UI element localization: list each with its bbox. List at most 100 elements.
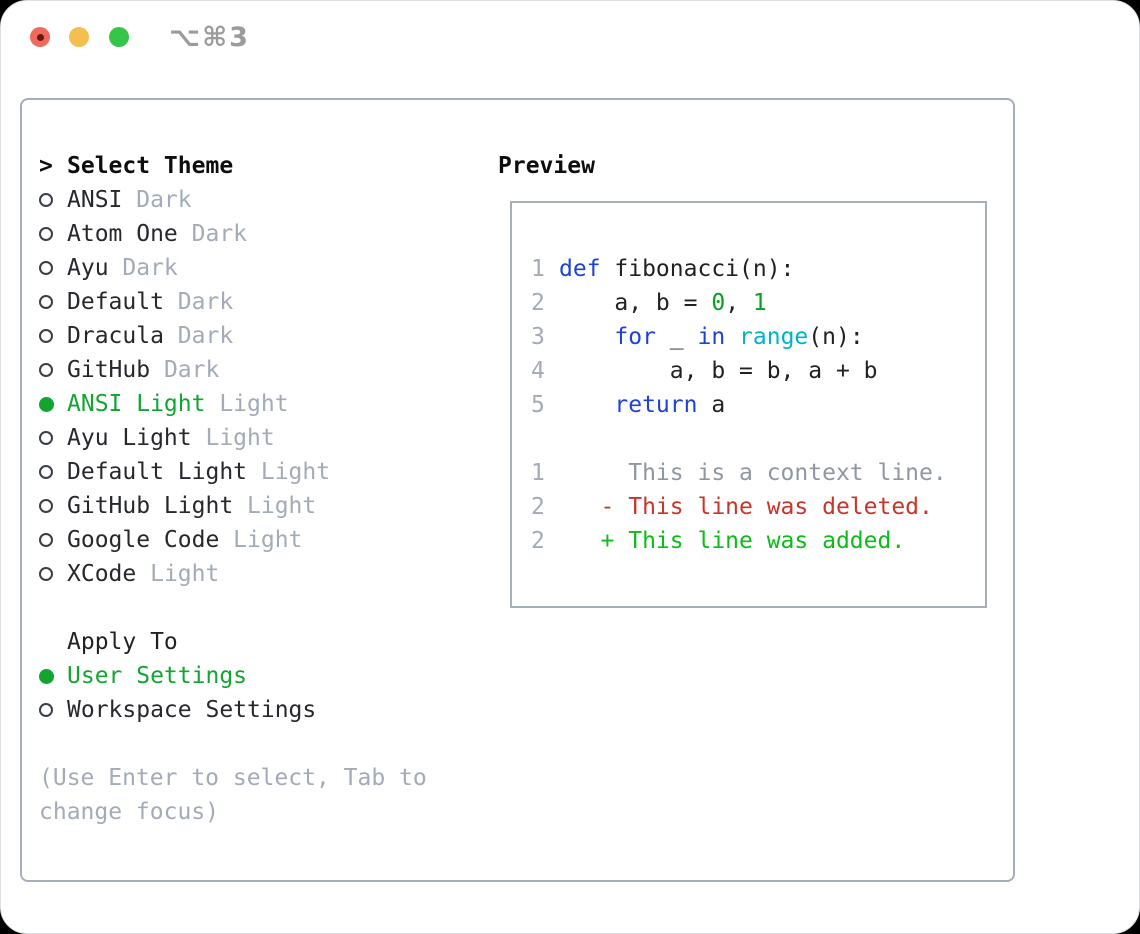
titlebar: ⌥⌘3 <box>1 1 1139 73</box>
apply-option-user-settings[interactable]: User Settings <box>39 659 427 693</box>
line-number: 4 <box>531 358 545 384</box>
line-number: 3 <box>531 324 545 350</box>
radio-selected-icon <box>39 396 54 412</box>
apply-option-label: User Settings <box>67 663 248 689</box>
line-number: 5 <box>531 392 545 418</box>
radio-icon <box>39 431 53 445</box>
code-token-num: 1 <box>752 290 767 316</box>
code-token-plain: a <box>697 392 726 418</box>
apply-option-workspace-settings[interactable]: Workspace Settings <box>39 693 427 727</box>
code-token-fn: range <box>739 324 809 350</box>
theme-option-ansi[interactable]: ANSI Dark <box>39 183 427 217</box>
theme-variant-tag: Dark <box>122 255 178 281</box>
code-line: 3 for _ in range(n): <box>531 320 985 354</box>
zoom-button[interactable] <box>109 27 129 47</box>
close-dot-icon <box>36 33 44 41</box>
theme-label: ANSI <box>67 187 123 213</box>
code-line: 2 + This line was added. <box>531 524 985 558</box>
code-line: 1 def fibonacci(n): <box>531 252 985 286</box>
apply-option-label: Workspace Settings <box>67 697 317 723</box>
line-number: 2 <box>531 528 545 554</box>
theme-option-xcode[interactable]: XCode Light <box>39 557 427 591</box>
code-token-num: 0 <box>711 290 726 316</box>
radio-icon <box>39 295 53 309</box>
theme-label: GitHub Light <box>67 493 234 519</box>
code-token-plain: a, b = b, a + b <box>559 358 878 384</box>
theme-variant-tag: Light <box>150 561 220 587</box>
radio-icon <box>39 363 53 377</box>
code-token-kw: for <box>614 324 656 350</box>
keyboard-hint-text: (Use Enter to select, Tab to change focu… <box>39 765 427 825</box>
theme-variant-tag: Light <box>260 459 331 485</box>
theme-option-default[interactable]: Default Dark <box>39 285 427 319</box>
code-line: 4 a, b = b, a + b <box>531 354 985 388</box>
theme-option-default-light[interactable]: Default Light Light <box>39 455 427 489</box>
theme-label: Default <box>67 289 164 315</box>
code-token-plain: (n): <box>808 324 864 350</box>
code-line: 2 - This line was deleted. <box>531 490 985 524</box>
radio-icon <box>39 193 53 207</box>
theme-variant-tag: Dark <box>163 357 220 383</box>
code-line: 5 return a <box>531 388 985 422</box>
theme-option-ayu-light[interactable]: Ayu Light Light <box>39 421 427 455</box>
theme-label: Google Code <box>67 527 220 553</box>
theme-variant-tag: Dark <box>136 187 192 213</box>
code-token-ctx: This is a context line. <box>559 460 947 486</box>
select-theme-header: > Select Theme <box>39 149 427 183</box>
theme-label: Default Light <box>67 459 248 485</box>
theme-label: XCode <box>67 561 137 587</box>
preview-title: Preview <box>498 153 595 179</box>
theme-variant-tag: Dark <box>177 289 234 315</box>
theme-label: ANSI Light <box>67 391 206 417</box>
code-token-kw: in <box>697 324 726 350</box>
radio-icon <box>39 567 53 581</box>
code-token-kw: def <box>559 256 601 282</box>
radio-icon <box>39 261 53 275</box>
code-token-plain: fibonacci(n): <box>600 256 795 282</box>
theme-variant-tag: Light <box>247 493 317 519</box>
theme-option-dracula[interactable]: Dracula Dark <box>39 319 427 353</box>
theme-label: GitHub <box>67 357 151 383</box>
theme-option-github[interactable]: GitHub Dark <box>39 353 427 387</box>
minimize-button[interactable] <box>69 27 89 47</box>
radio-icon <box>39 465 53 479</box>
cursor-marker: > <box>39 153 67 179</box>
theme-label: Ayu Light <box>67 425 192 451</box>
code-token-kw: return <box>614 392 698 418</box>
select-theme-title: Select Theme <box>67 153 234 179</box>
code-line: 2 a, b = 0, 1 <box>531 286 985 320</box>
radio-icon <box>39 703 53 717</box>
code-token-plain: , <box>725 290 753 316</box>
close-button[interactable] <box>30 27 50 47</box>
theme-label: Ayu <box>67 255 109 281</box>
theme-label: Dracula <box>67 323 164 349</box>
radio-icon <box>39 533 53 547</box>
radio-icon <box>39 499 53 513</box>
code-line: 1 This is a context line. <box>531 456 985 490</box>
theme-variant-tag: Light <box>205 425 275 451</box>
radio-selected-icon <box>39 668 54 684</box>
theme-option-github-light[interactable]: GitHub Light Light <box>39 489 427 523</box>
line-number: 1 <box>531 256 545 282</box>
code-token-plain <box>559 324 614 350</box>
code-token-del: - This line was deleted. <box>559 494 933 520</box>
theme-label: Atom One <box>67 221 178 247</box>
code-token-plain <box>725 324 739 350</box>
line-number: 2 <box>531 290 545 316</box>
theme-variant-tag: Dark <box>177 323 234 349</box>
line-number: 1 <box>531 460 545 486</box>
radio-icon <box>39 227 53 241</box>
code-token-add: + This line was added. <box>559 528 906 554</box>
code-token-plain: a, b = <box>559 290 712 316</box>
theme-option-ayu[interactable]: Ayu Dark <box>39 251 427 285</box>
